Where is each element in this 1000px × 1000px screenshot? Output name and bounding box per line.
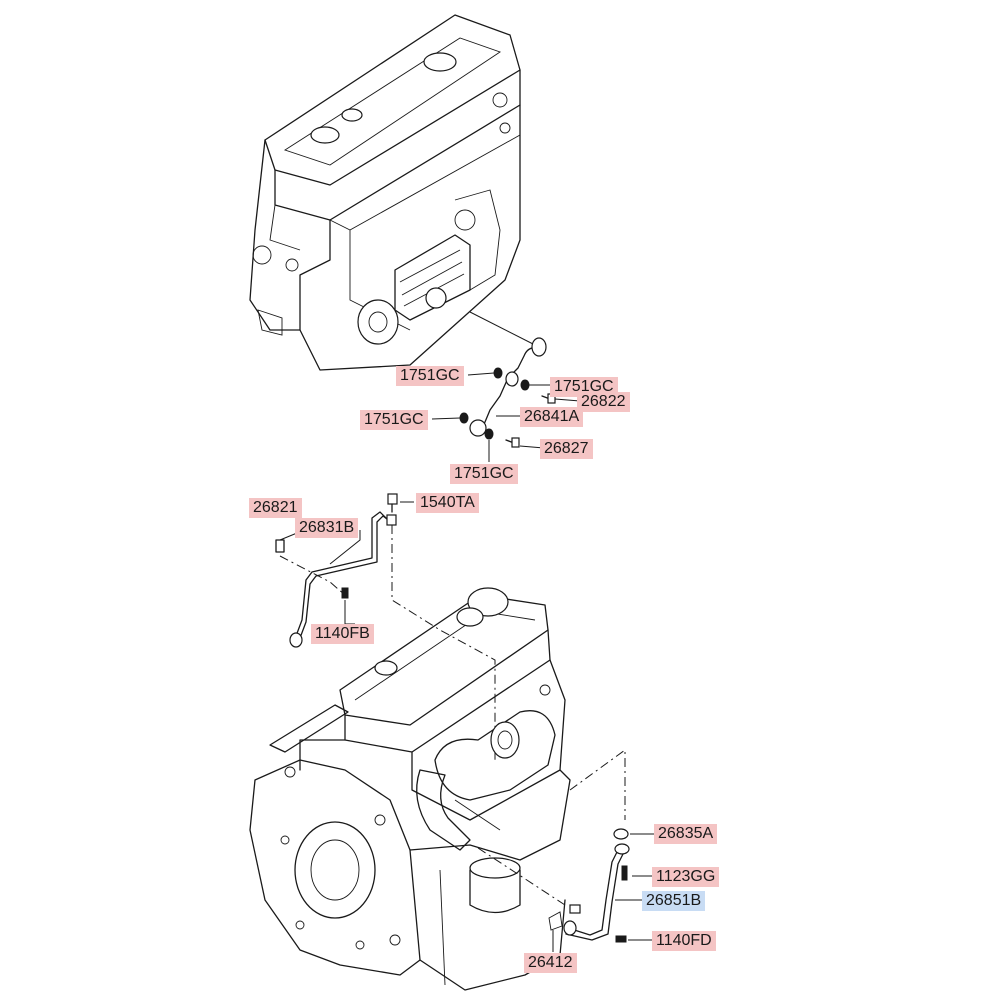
banjo-fitting-lower	[289, 632, 303, 648]
label-26821[interactable]: 26821	[249, 498, 302, 518]
label-1123gg[interactable]: 1123GG	[652, 867, 720, 887]
label-26822[interactable]: 26822	[577, 392, 630, 412]
banjo-fitting-bottom	[469, 419, 487, 437]
breather-tube	[269, 704, 349, 753]
upper-oil-pipe-assembly	[431, 311, 581, 462]
label-1540ta[interactable]: 1540TA	[416, 493, 479, 513]
gasket-3	[459, 412, 469, 424]
plug-26412	[548, 911, 563, 931]
flange-26835a	[613, 828, 629, 840]
gasket-1	[493, 367, 503, 379]
bracket-26821	[275, 539, 285, 553]
bolt-1123gg	[621, 865, 628, 881]
label-1140fd[interactable]: 1140FD	[652, 931, 716, 951]
oil-filter	[469, 857, 521, 879]
label-26831b[interactable]: 26831B	[295, 518, 359, 538]
lower-feed-pipe-assembly	[275, 493, 496, 760]
gasket-4	[484, 428, 494, 440]
banjo-fitting-top	[531, 337, 547, 357]
bolt-1540ta	[387, 493, 398, 505]
bolt-1140fd	[615, 935, 627, 943]
oil-return-pipe-assembly	[477, 749, 655, 952]
oil-filler-cap	[467, 587, 509, 617]
banjo-fitting-mid	[505, 371, 519, 387]
label-26841a[interactable]: 26841A	[520, 407, 584, 427]
label-1751gc-3[interactable]: 1751GC	[360, 410, 428, 430]
lower-engine-block	[249, 587, 571, 991]
label-1751gc-4[interactable]: 1751GC	[450, 464, 518, 484]
turbocharger	[434, 710, 556, 801]
label-26412[interactable]: 26412	[524, 953, 577, 973]
bolt-1140fb	[341, 587, 349, 599]
label-26835a[interactable]: 26835A	[654, 824, 718, 844]
label-26851b[interactable]: 26851B	[642, 891, 706, 911]
label-1140fb[interactable]: 1140FB	[311, 624, 374, 644]
banjo-fitting-upper	[386, 514, 397, 526]
label-1751gc-1[interactable]: 1751GC	[396, 366, 464, 386]
label-26827[interactable]: 26827	[540, 439, 593, 459]
gasket-2	[520, 379, 530, 391]
upper-engine-block	[249, 14, 521, 371]
